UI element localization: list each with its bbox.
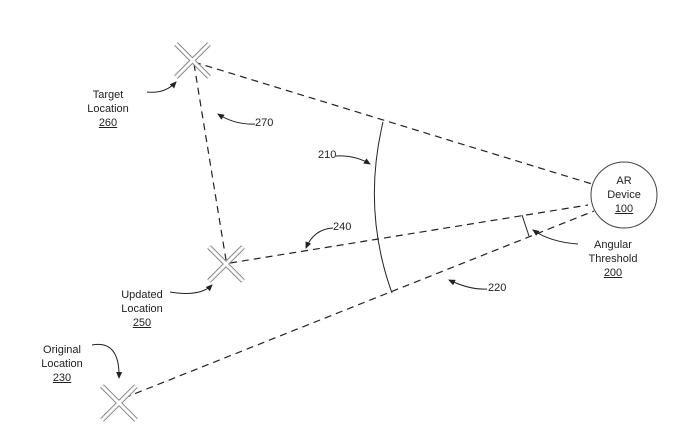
target-line1: Target bbox=[92, 89, 124, 101]
threshold-leader-arrow bbox=[532, 229, 579, 245]
threshold-line1: Angular bbox=[594, 239, 632, 251]
threshold-ref: 200 bbox=[603, 267, 623, 279]
ref-240: 240 bbox=[333, 221, 352, 233]
original-leader-arrow bbox=[91, 343, 123, 379]
ar-device-ref: 100 bbox=[614, 203, 634, 215]
ref-210: 210 bbox=[318, 149, 337, 161]
target-to-updated-line bbox=[193, 63, 227, 261]
updated-line1: Updated bbox=[121, 289, 163, 301]
original-ref: 230 bbox=[52, 372, 72, 384]
leader-240-arrow bbox=[305, 227, 334, 249]
target-sightline bbox=[193, 61, 593, 185]
arc-210 bbox=[373, 121, 393, 294]
updated-leader-arrow bbox=[169, 284, 213, 294]
target-leader-arrow bbox=[146, 81, 177, 93]
updated-ref: 250 bbox=[132, 317, 152, 329]
original-sightline bbox=[123, 210, 595, 399]
threshold-line2: Threshold bbox=[588, 253, 638, 265]
ar-device-line1: AR bbox=[616, 175, 632, 187]
original-line2: Location bbox=[41, 358, 83, 370]
updated-line2: Location bbox=[121, 303, 163, 315]
ref-220: 220 bbox=[488, 282, 507, 294]
ar-device-line2: Device bbox=[607, 189, 641, 201]
ref-270: 270 bbox=[255, 117, 274, 129]
updated-sightline bbox=[229, 204, 589, 264]
original-line1: Original bbox=[43, 344, 81, 356]
leader-220-arrow bbox=[448, 279, 488, 290]
ar-device-label: AR Device 100 bbox=[604, 174, 644, 216]
leader-270-arrow bbox=[217, 113, 256, 125]
threshold-mark bbox=[521, 214, 530, 237]
target-ref: 260 bbox=[98, 117, 118, 129]
target-line2: Location bbox=[87, 103, 129, 115]
leader-210-arrow bbox=[335, 155, 371, 165]
ar-device-circle bbox=[590, 161, 658, 229]
